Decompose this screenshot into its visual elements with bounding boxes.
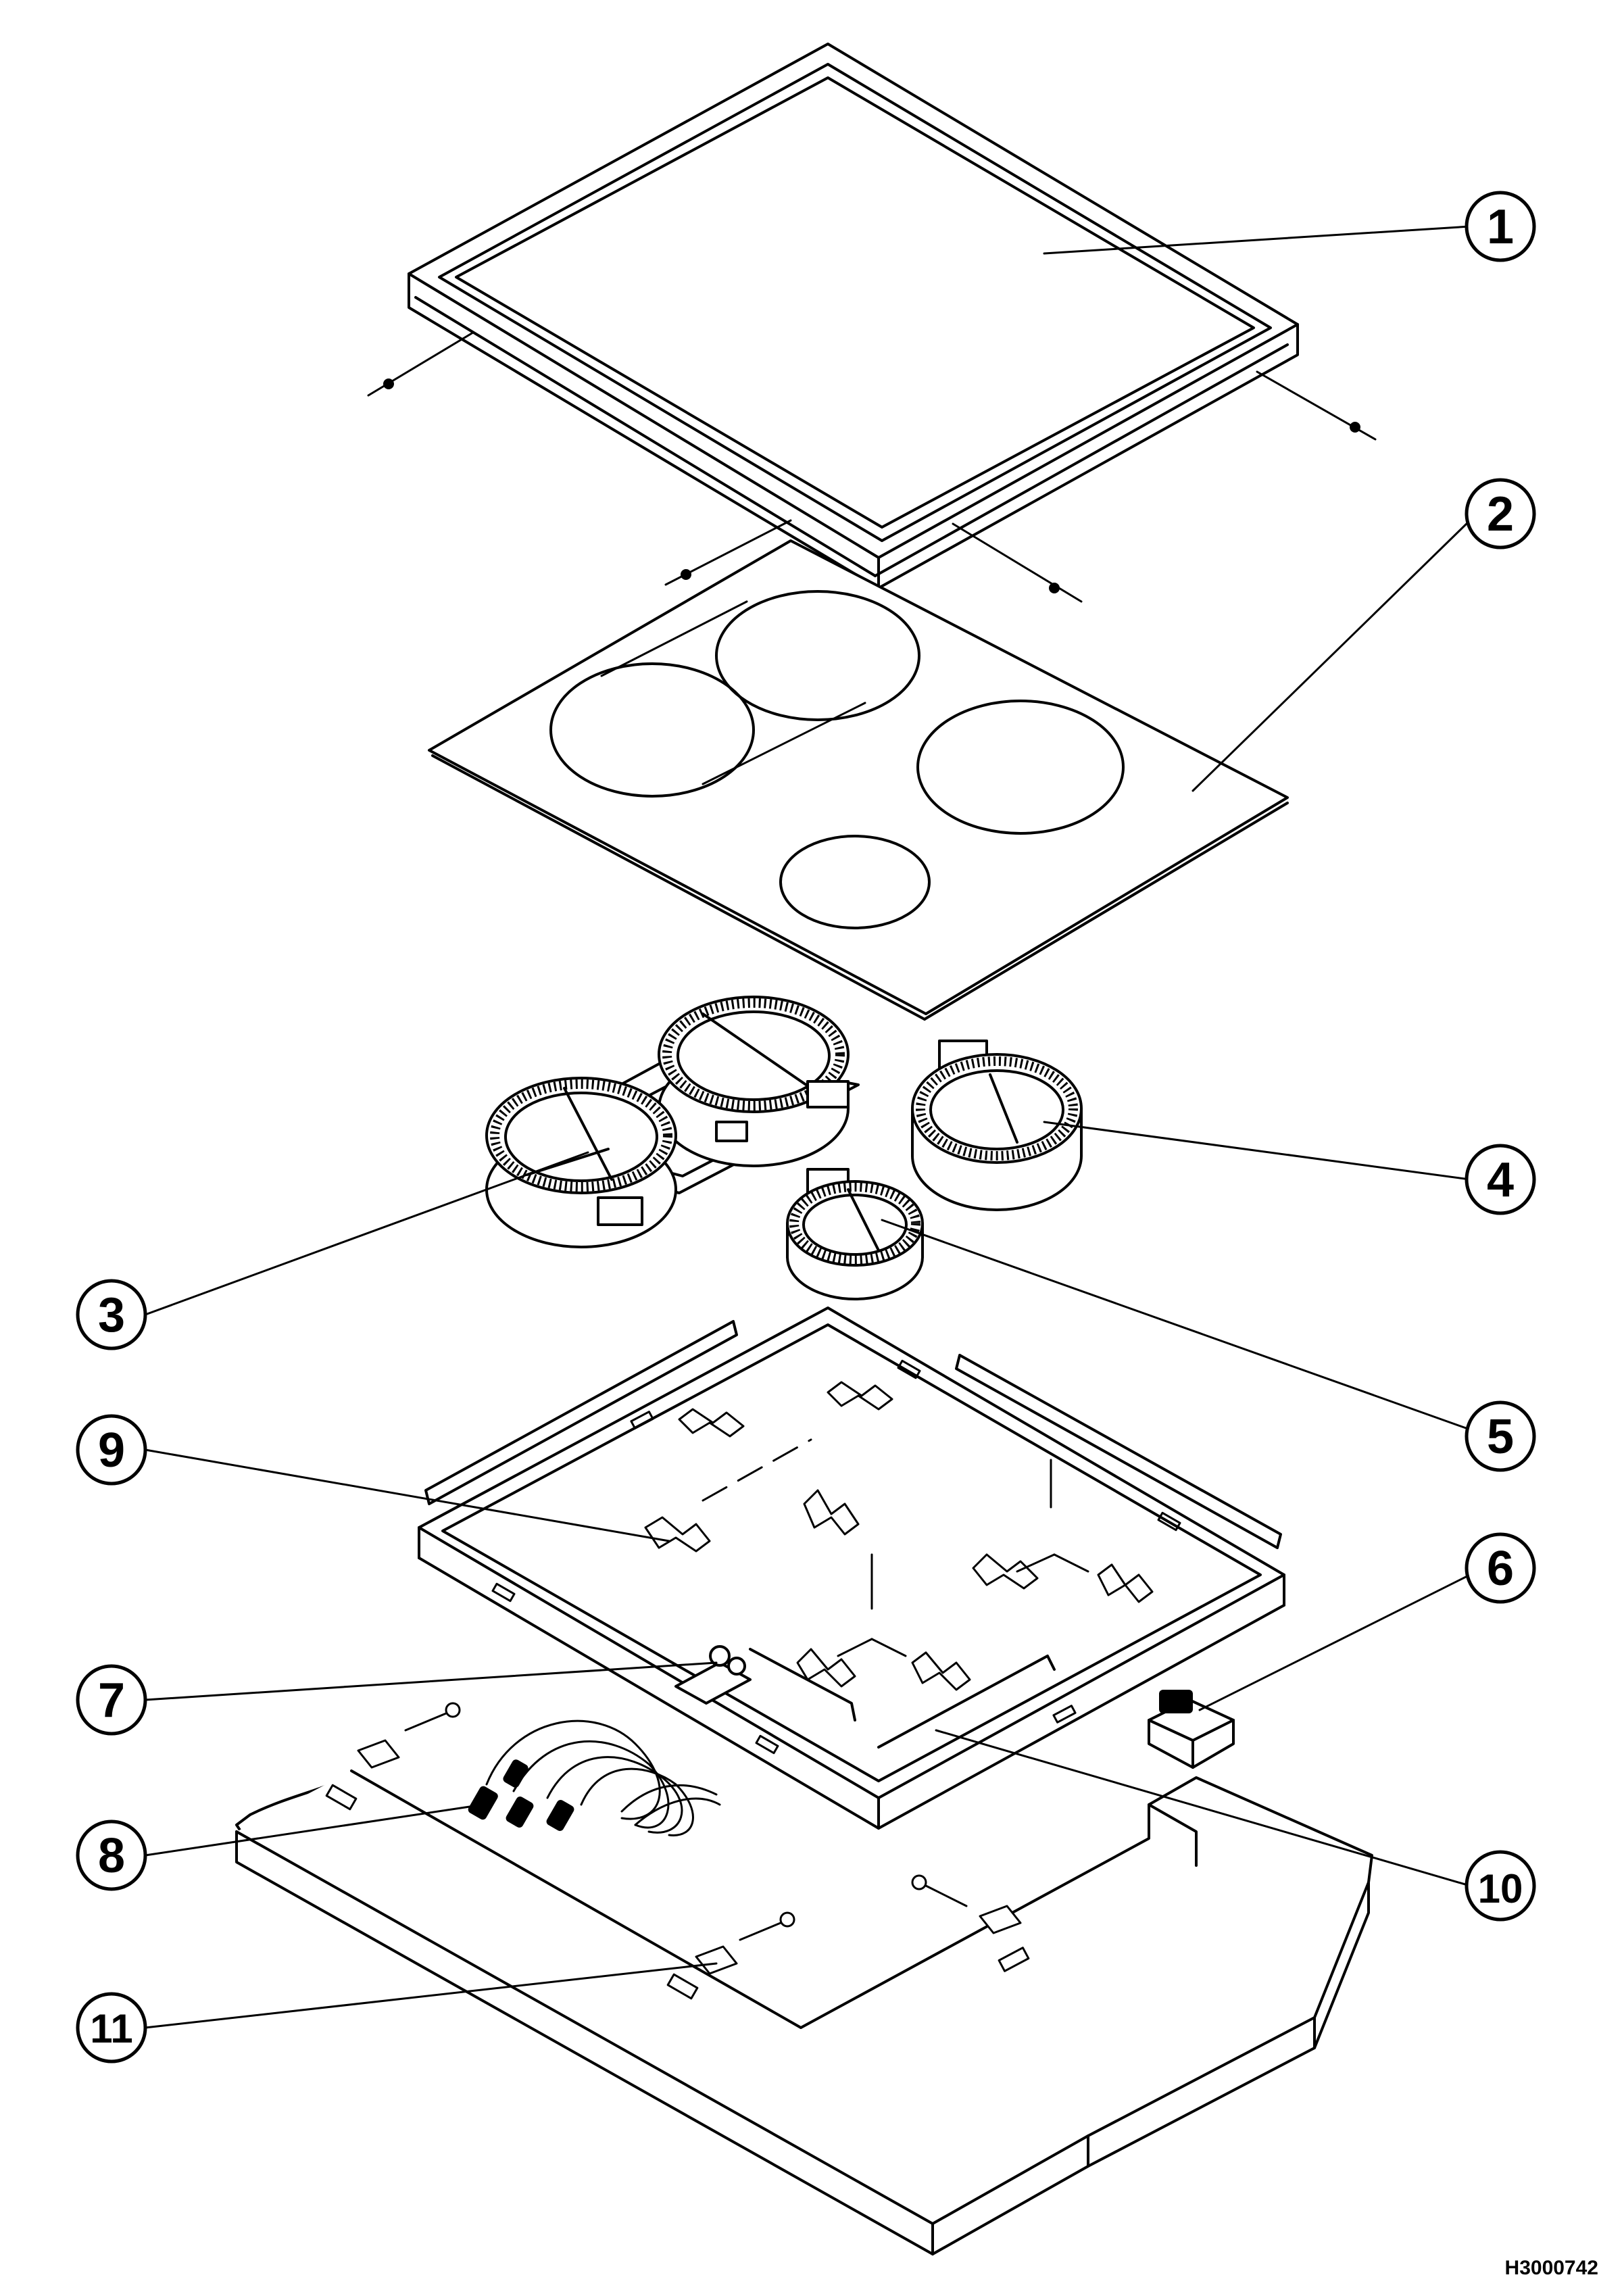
callout-7: 7	[76, 1664, 147, 1736]
svg-text:5: 5	[1487, 1410, 1514, 1464]
part-trim-frame	[367, 43, 1377, 603]
part-glass-cooktop	[428, 539, 1289, 1021]
callout-1: 1	[1465, 191, 1536, 262]
part-base-cabinet	[235, 1769, 1373, 2255]
svg-text:3: 3	[98, 1288, 125, 1342]
part-clips	[357, 1702, 1022, 1975]
part-relay	[1148, 1690, 1235, 1769]
svg-text:2: 2	[1487, 487, 1514, 541]
svg-text:11: 11	[90, 2006, 132, 2051]
callout-6: 6	[1465, 1532, 1536, 1604]
part-switch-block	[674, 1645, 752, 1705]
callout-5: 5	[1465, 1400, 1536, 1472]
callout-8: 8	[76, 1819, 147, 1891]
svg-text:8: 8	[98, 1829, 125, 1883]
part-large-heating-element	[911, 1040, 1083, 1211]
callout-4: 4	[1465, 1144, 1536, 1215]
svg-text:10: 10	[1478, 1866, 1523, 1911]
callout-2: 2	[1465, 478, 1536, 549]
drawing-number: H3000742	[1505, 2257, 1598, 2279]
svg-text:9: 9	[98, 1423, 125, 1477]
callout-3: 3	[76, 1279, 147, 1350]
svg-text:1: 1	[1487, 200, 1514, 254]
svg-text:6: 6	[1487, 1542, 1514, 1596]
part-element-support-pan	[418, 1306, 1285, 1830]
callout-9: 9	[76, 1414, 147, 1486]
svg-text:7: 7	[98, 1674, 125, 1728]
part-small-heating-element	[786, 1168, 924, 1300]
callout-11: 11	[76, 1992, 147, 2063]
svg-text:4: 4	[1487, 1153, 1514, 1207]
part-double-heating-element	[485, 996, 860, 1248]
bracket-group	[644, 1381, 1154, 1691]
leader-lines	[144, 225, 1471, 2029]
callout-10: 10	[1465, 1850, 1536, 1922]
part-wiring-harness	[468, 1719, 721, 1836]
